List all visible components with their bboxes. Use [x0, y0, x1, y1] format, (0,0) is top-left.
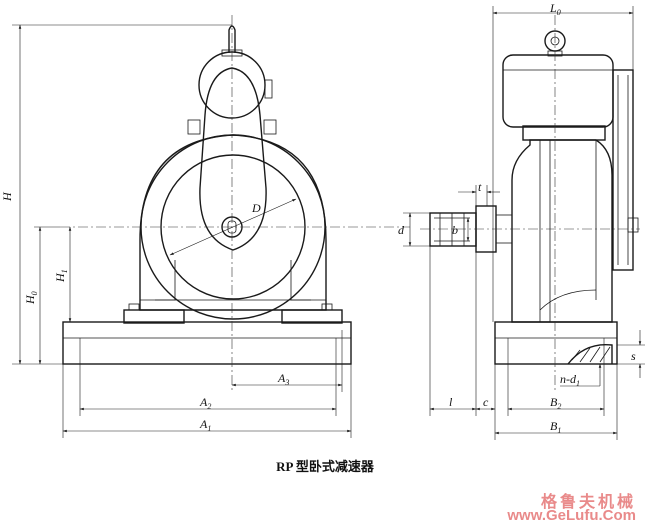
- label-t: t: [478, 180, 482, 194]
- label-A1: A1: [199, 417, 211, 433]
- side-base: [494, 321, 618, 365]
- label-A2: A2: [199, 395, 211, 411]
- side-dimensions: [403, 6, 645, 440]
- front-dimensions: [12, 24, 352, 438]
- label-b: b: [452, 223, 458, 237]
- side-motor: [502, 54, 614, 128]
- label-nd1: n-d1: [560, 372, 580, 388]
- front-foot-left: [123, 309, 185, 324]
- label-L0: L0: [549, 1, 561, 17]
- watermark-cn: 格鲁夫机械: [540, 492, 636, 511]
- side-belt-cover: [612, 69, 634, 271]
- label-s: s: [631, 349, 636, 363]
- watermark-url: www.GeLufu.Com: [507, 507, 636, 524]
- front-base: [62, 321, 352, 365]
- label-H1: H1: [53, 269, 69, 283]
- label-B1: B1: [550, 419, 561, 435]
- side-collar: [522, 125, 606, 141]
- front-view: [60, 15, 410, 392]
- label-l: l: [449, 395, 453, 409]
- side-view: [420, 15, 640, 392]
- front-wheel-inner: [160, 154, 306, 300]
- label-c: c: [483, 395, 489, 409]
- figure-caption: RP 型卧式减速器: [276, 459, 374, 474]
- label-d: d: [398, 223, 405, 237]
- label-B2: B2: [550, 395, 561, 411]
- front-foot-right: [281, 309, 343, 324]
- label-H: H: [0, 191, 14, 202]
- front-lifting-lug: [228, 25, 236, 53]
- label-A3: A3: [277, 371, 289, 387]
- side-bolt-section: [567, 343, 613, 365]
- dimension-labels: H H0 H1 D A3 A2 A1 L0 t d b l c B2 B1 n-…: [0, 1, 636, 435]
- label-H0: H0: [23, 291, 39, 305]
- label-D: D: [251, 201, 261, 215]
- side-housing: [511, 139, 613, 323]
